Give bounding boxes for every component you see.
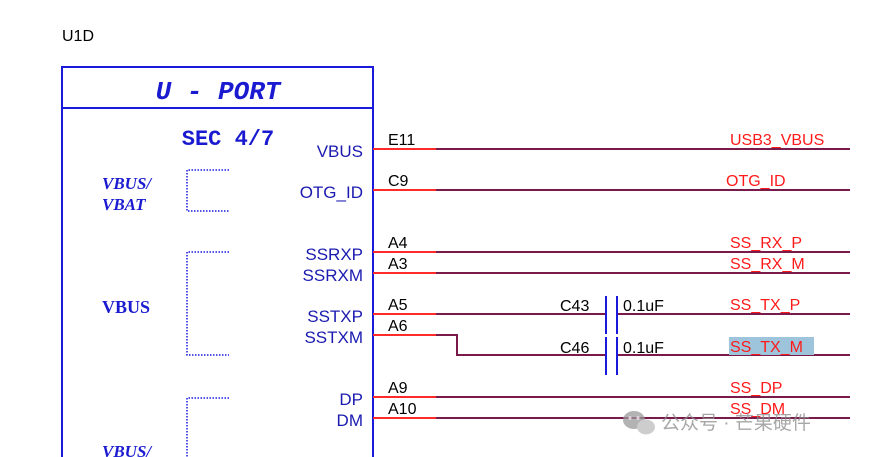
watermark-text: 公众号 · 芒果硬件 — [661, 412, 811, 434]
pin-name-ssrxm: SSRXM — [303, 266, 363, 285]
cap-c43-refdes: C43 — [560, 298, 589, 315]
group-bracket-vbus-bottom — [186, 397, 229, 457]
pin-number-e11: E11 — [388, 132, 415, 149]
section-label: SEC 4/7 — [182, 127, 274, 152]
component-body — [61, 66, 374, 457]
group-bracket-vbus-vbat — [186, 169, 229, 212]
cap-c43-value: 0.1uF — [623, 298, 664, 315]
group-label-vbus-bottom: VBUS/ — [102, 442, 153, 457]
group-bracket-vbus — [186, 251, 229, 356]
group-label-vbus: VBUS — [102, 297, 150, 317]
cap-c46-refdes: C46 — [560, 340, 589, 357]
pin-name-sstxm: SSTXM — [304, 328, 363, 347]
pin-number-c9: C9 — [388, 173, 409, 190]
pin-name-ssrxp: SSRXP — [305, 245, 363, 264]
capacitor-c46[interactable] — [605, 337, 618, 375]
pin-name-dp: DP — [339, 390, 363, 409]
group-label-vbus-vbat-1: VBUS/ — [102, 174, 153, 193]
group-label-vbus-vbat-2: VBAT — [102, 195, 146, 214]
pin-number-a6: A6 — [388, 318, 408, 335]
pin-name-vbus: VBUS — [317, 142, 363, 161]
net-label-ss-rx-m[interactable]: SS_RX_M — [730, 256, 805, 273]
capacitor-c43[interactable] — [605, 296, 618, 334]
pin-name-otg-id: OTG_ID — [300, 183, 363, 202]
component-refdes: U1D — [62, 28, 94, 45]
net-label-ss-dp[interactable]: SS_DP — [730, 380, 782, 397]
net-label-ss-rx-p[interactable]: SS_RX_P — [730, 235, 802, 252]
net-label-ss-tx-m[interactable]: SS_TX_M — [730, 339, 803, 356]
pin-number-a4: A4 — [388, 235, 408, 252]
pin-number-a3: A3 — [388, 256, 408, 273]
watermark: 公众号 · 芒果硬件 — [623, 411, 811, 435]
pin-number-a9: A9 — [388, 380, 408, 397]
net-label-highlight — [729, 337, 814, 355]
wire-sstxm-to-c46[interactable] — [436, 334, 606, 356]
cap-c46-value: 0.1uF — [623, 340, 664, 357]
pin-stubs — [373, 148, 436, 419]
block-title: U - PORT — [156, 77, 282, 107]
pin-name-sstxp: SSTXP — [307, 307, 363, 326]
net-label-otg-id[interactable]: OTG_ID — [726, 173, 786, 190]
net-label-ss-dm[interactable]: SS_DM — [730, 401, 785, 418]
pin-number-a5: A5 — [388, 297, 408, 314]
pin-name-dm: DM — [337, 411, 363, 430]
wechat-icon — [623, 411, 655, 435]
net-label-ss-tx-p[interactable]: SS_TX_P — [730, 297, 800, 314]
wires — [436, 148, 850, 419]
net-label-usb3-vbus[interactable]: USB3_VBUS — [730, 132, 824, 149]
pin-number-a10: A10 — [388, 401, 417, 418]
